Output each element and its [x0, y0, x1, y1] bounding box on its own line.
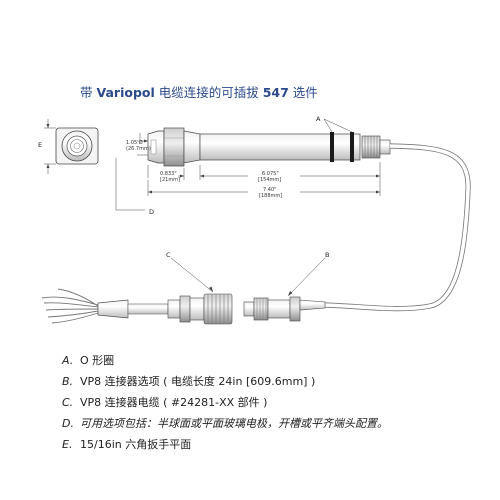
connector-b	[243, 296, 326, 322]
legend-letter: C.	[62, 396, 74, 409]
title-model: 547	[262, 85, 289, 100]
legend-list: A. O 形圈 B. VP8 连接器选项 ( 电缆长度 24in [609.6mm]…	[62, 350, 388, 455]
title-brand: Variopol	[96, 85, 155, 100]
cable-sleeve	[97, 299, 129, 319]
legend-item-e: E. 15/16in 六角扳手平面	[62, 434, 388, 455]
frayed-wires	[41, 288, 99, 324]
dim-0833-mm: [21mm]	[160, 177, 180, 183]
legend-letter: D.	[62, 417, 74, 430]
dim-6075-mm: [154mm]	[258, 177, 281, 183]
o-ring-1	[330, 132, 334, 162]
legend-letter: E.	[62, 438, 73, 451]
callout-b: B	[325, 251, 329, 259]
callout-a: A	[316, 115, 321, 123]
dim-740-in: 7.40"	[263, 187, 276, 193]
connector-c	[167, 293, 233, 325]
legend-text: O 形圈	[80, 354, 115, 367]
legend-item-d: D. 可用选项包括：半球面或平面玻璃电极，开槽或平齐端头配置。	[62, 413, 388, 434]
dim-diameter-mm: (26.7mm)	[126, 146, 151, 152]
dim-diameter-in: 1.05 Ø	[126, 139, 143, 146]
legend-item-a: A. O 形圈	[62, 350, 388, 371]
dim-6075-in: 6.075"	[262, 171, 279, 177]
sensor-body	[147, 127, 391, 167]
callout-e: E	[38, 141, 42, 149]
cable-loop	[324, 143, 471, 312]
dim-0833-in: 0.833"	[160, 171, 177, 177]
legend-text: 15/16in 六角扳手平面	[80, 438, 192, 451]
callout-c: C	[166, 251, 171, 259]
front-end-view	[44, 119, 99, 174]
legend-item-c: C. VP8 连接器电缆 ( #24281-XX 部件 )	[62, 392, 388, 413]
title-middle: 电缆连接的可插拔	[154, 85, 263, 100]
legend-text: VP8 连接器电缆 ( #24281-XX 部件 )	[80, 396, 268, 409]
o-ring-2	[350, 132, 354, 162]
legend-letter: A.	[62, 354, 74, 367]
title-suffix: 选件	[288, 85, 318, 100]
cable-segment	[127, 303, 169, 315]
legend-item-b: B. VP8 连接器选项 ( 电缆长度 24in [609.6mm] )	[62, 371, 388, 392]
legend-letter: B.	[62, 375, 74, 388]
callout-d: D	[149, 208, 154, 216]
legend-text: VP8 连接器选项 ( 电缆长度 24in [609.6mm] )	[80, 375, 316, 388]
page-title: 带 Variopol 电缆连接的可插拔 547 选件	[80, 82, 318, 101]
title-prefix: 带	[80, 85, 97, 100]
legend-text: 可用选项包括：半球面或平面玻璃电极，开槽或平齐端头配置。	[80, 417, 388, 430]
dim-740-mm: [188mm]	[259, 193, 282, 199]
